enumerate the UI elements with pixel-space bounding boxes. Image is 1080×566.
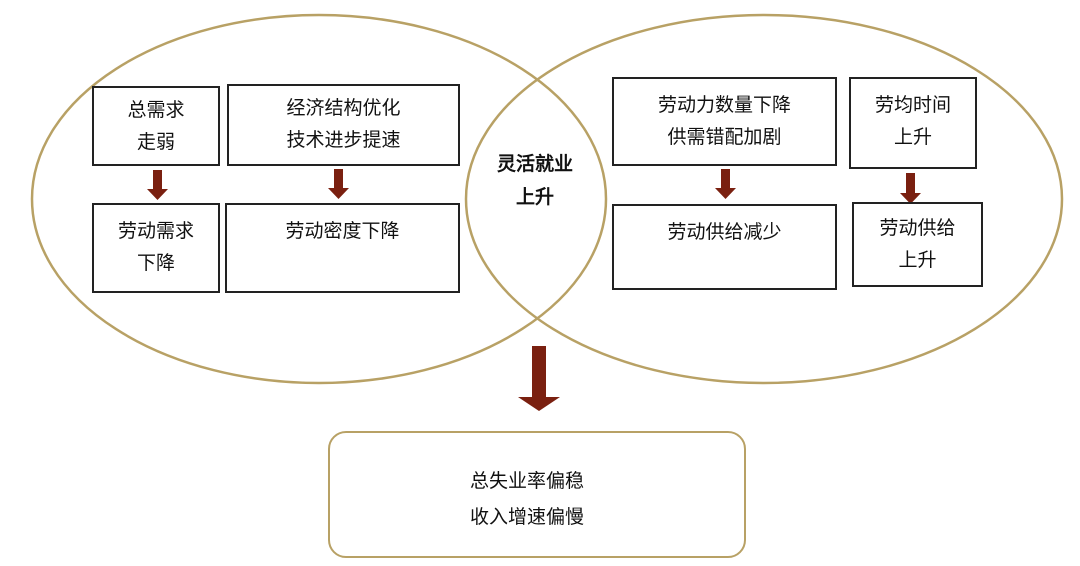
box-line: 下降 (136, 252, 175, 274)
box-line: 劳均时间 (874, 94, 951, 116)
right-ellipse (464, 13, 1064, 385)
overlap-line: 上升 (515, 186, 554, 208)
box-labor-quantity-mismatch: 劳动力数量下降 供需错配加剧 (612, 77, 837, 166)
box-line: 劳动密度下降 (285, 220, 400, 242)
box-labor-supply-down: 劳动供给减少 (612, 204, 837, 290)
result-line: 总失业率偏稳 (470, 470, 585, 492)
arrow-down-icon (147, 170, 168, 200)
main-arrow-down-icon (518, 346, 560, 411)
box-line: 技术进步提速 (286, 129, 401, 151)
box-line: 劳动供给减少 (667, 221, 782, 243)
arrow-down-icon (715, 169, 736, 199)
result-box: 总失业率偏稳 收入增速偏慢 (328, 431, 746, 558)
box-line: 供需错配加剧 (667, 126, 782, 148)
box-line: 经济结构优化 (286, 97, 401, 119)
box-hours-up: 劳均时间 上升 (849, 77, 977, 169)
box-labor-density-down: 劳动密度下降 (225, 203, 460, 293)
left-ellipse (30, 13, 608, 385)
box-line: 走弱 (136, 131, 175, 153)
box-line: 上升 (893, 126, 932, 148)
overlap-label: 灵活就业 上升 (480, 148, 590, 214)
arrow-down-icon (328, 169, 349, 199)
result-line: 收入增速偏慢 (470, 506, 585, 528)
box-line: 总需求 (127, 99, 185, 121)
overlap-line: 灵活就业 (496, 153, 573, 175)
box-labor-demand-down: 劳动需求 下降 (92, 203, 220, 293)
box-line: 劳动力数量下降 (657, 94, 791, 116)
box-line: 劳动供给 (879, 217, 956, 239)
box-line: 劳动需求 (117, 220, 194, 242)
box-line: 上升 (898, 249, 937, 271)
box-aggregate-demand-weak: 总需求 走弱 (92, 86, 220, 166)
arrow-down-icon (900, 173, 921, 204)
box-labor-supply-up: 劳动供给 上升 (852, 202, 983, 287)
box-structure-tech: 经济结构优化 技术进步提速 (227, 84, 460, 166)
